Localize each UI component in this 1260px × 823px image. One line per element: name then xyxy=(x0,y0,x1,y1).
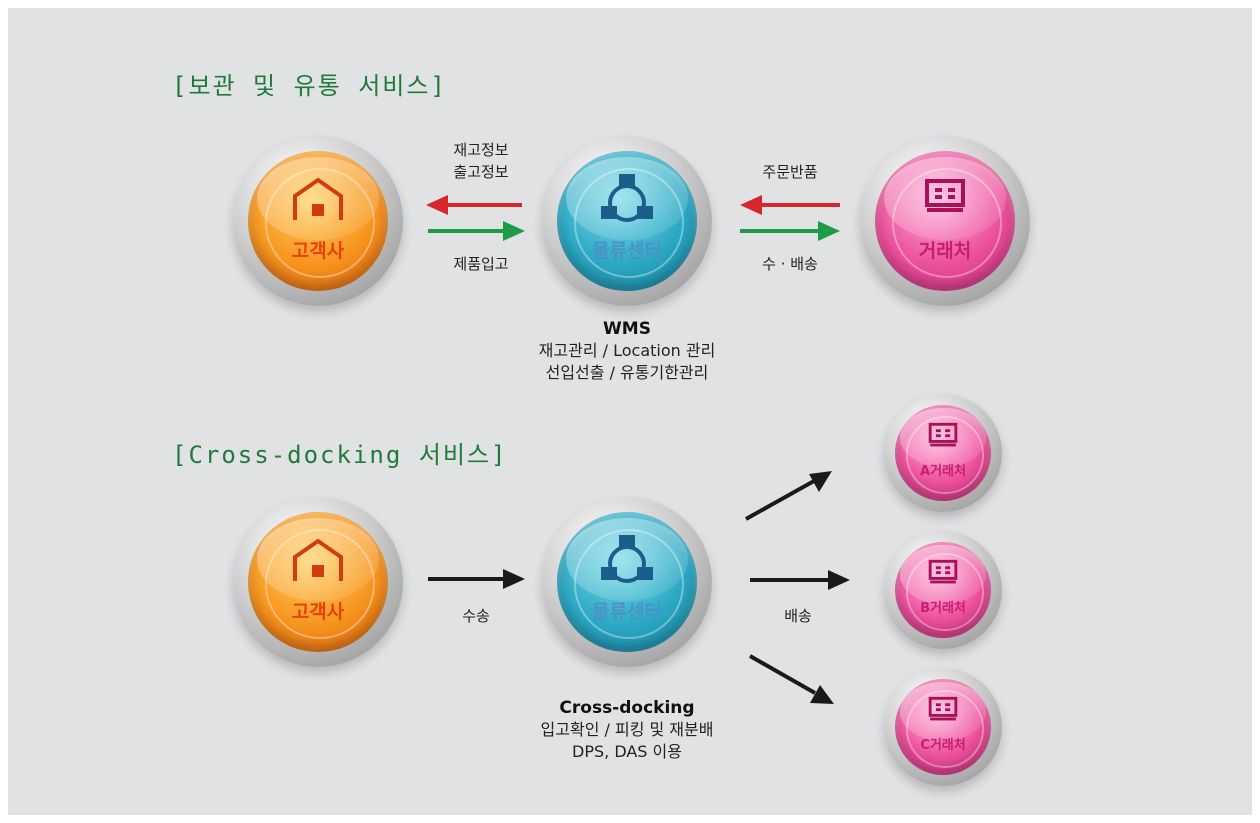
network-icon xyxy=(601,535,653,583)
crossdock-client-node: 고객사 xyxy=(233,497,403,667)
wms-line-2: 선입선출 / 유통기한관리 xyxy=(545,363,709,382)
arrow-center-to-partner xyxy=(740,221,840,241)
partner-node: 거래처 xyxy=(860,136,1030,306)
partner-a-label: A거래처 xyxy=(920,464,966,479)
crossdock-caption-title: Cross-docking xyxy=(559,698,695,718)
label-stock-info: 재고정보 xyxy=(453,141,509,159)
crossdock-client-label: 고객사 xyxy=(291,601,345,623)
building-icon xyxy=(925,179,965,212)
partner-c-label: C거래처 xyxy=(920,738,966,753)
network-icon xyxy=(601,174,653,222)
arrow-center-to-client xyxy=(426,195,522,215)
crossdock-caption-line-1: 입고확인 / 피킹 및 재분배 xyxy=(540,720,714,739)
logistics-center-node: 물류센터 xyxy=(542,136,712,306)
partner-label: 거래처 xyxy=(918,240,972,262)
label-transport: 수송 xyxy=(462,607,490,625)
arrow-to-partner-c xyxy=(749,654,834,704)
arrow-transport xyxy=(428,569,525,589)
crossdock-section-title: [Cross-docking 서비스] xyxy=(172,441,508,469)
storage-section-title: [보관 및 유통 서비스] xyxy=(172,72,447,100)
partner-a-node: A거래처 xyxy=(884,394,1002,512)
house-icon xyxy=(293,177,343,220)
arrow-to-partner-a xyxy=(745,471,832,521)
wms-line-1: 재고관리 / Location 관리 xyxy=(538,341,716,360)
wms-title: WMS xyxy=(603,319,651,339)
client-label: 고객사 xyxy=(291,240,345,262)
crossdock-center-label: 물류센터 xyxy=(592,601,662,623)
building-icon xyxy=(928,559,958,584)
label-order-return: 주문반품 xyxy=(762,163,818,181)
crossdock-caption: Cross-docking 입고확인 / 피킹 및 재분배 DPS, DAS 이… xyxy=(497,697,757,763)
label-delivery: 수 · 배송 xyxy=(762,255,818,273)
arrow-partner-to-center xyxy=(740,195,840,215)
crossdock-center-node: 물류센터 xyxy=(542,497,712,667)
partner-c-node: C거래처 xyxy=(884,668,1002,786)
crossdock-caption-line-2: DPS, DAS 이용 xyxy=(572,742,682,761)
label-shipping-info: 출고정보 xyxy=(453,163,509,181)
partner-b-label: B거래처 xyxy=(920,601,966,616)
label-distribution: 배송 xyxy=(784,607,812,625)
client-node: 고객사 xyxy=(233,136,403,306)
house-icon xyxy=(293,538,343,581)
building-icon xyxy=(928,696,958,721)
label-product-inbound: 제품입고 xyxy=(453,255,509,273)
building-icon xyxy=(928,422,958,447)
partner-b-node: B거래처 xyxy=(884,531,1002,649)
center-label: 물류센터 xyxy=(592,240,662,262)
arrow-client-to-center xyxy=(428,221,525,241)
wms-caption: WMS 재고관리 / Location 관리 선입선출 / 유통기한관리 xyxy=(497,318,757,384)
arrow-to-partner-b xyxy=(750,570,850,590)
